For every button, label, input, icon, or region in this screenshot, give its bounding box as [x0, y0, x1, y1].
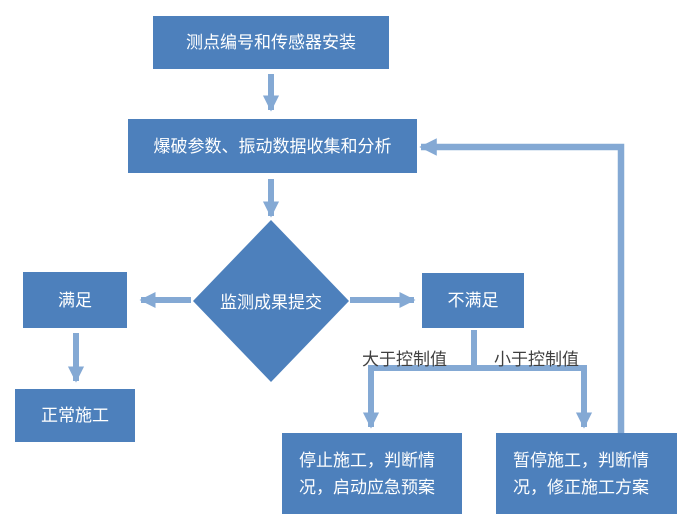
node-data-collect: 爆破参数、振动数据收集和分析: [128, 119, 417, 173]
node-pause-construction-label: 暂停施工，判断情况，修正施工方案: [513, 450, 649, 497]
node-satisfied-label: 满足: [58, 290, 92, 310]
node-not-satisfied: 不满足: [422, 273, 524, 328]
node-normal-construction-label: 正常施工: [41, 406, 109, 425]
edge-label-less-text: 小于控制值: [494, 350, 579, 369]
edge-label-less-than-control: 小于控制值: [494, 345, 579, 370]
node-not-satisfied-label: 不满足: [447, 291, 499, 310]
node-data-collect-label: 爆破参数、振动数据收集和分析: [153, 136, 392, 156]
node-decision: 监测成果提交: [196, 288, 346, 313]
decision-diamond-shape: [193, 220, 349, 382]
edge-label-greater-than-control: 大于控制值: [362, 345, 447, 370]
arrow-feedback-loop-icon: [419, 138, 625, 433]
edge-label-greater-text: 大于控制值: [362, 350, 447, 369]
node-sensor-install: 测点编号和传感器安装: [153, 16, 389, 69]
node-satisfied: 满足: [23, 272, 127, 328]
node-normal-construction: 正常施工: [15, 389, 135, 442]
node-stop-construction: 停止施工，判断情况，启动应急预案: [282, 433, 462, 514]
node-decision-label: 监测成果提交: [220, 293, 322, 312]
node-stop-construction-label: 停止施工，判断情况，启动应急预案: [299, 450, 435, 497]
node-sensor-install-label: 测点编号和传感器安装: [186, 33, 356, 52]
node-pause-construction: 暂停施工，判断情况，修正施工方案: [496, 433, 677, 514]
